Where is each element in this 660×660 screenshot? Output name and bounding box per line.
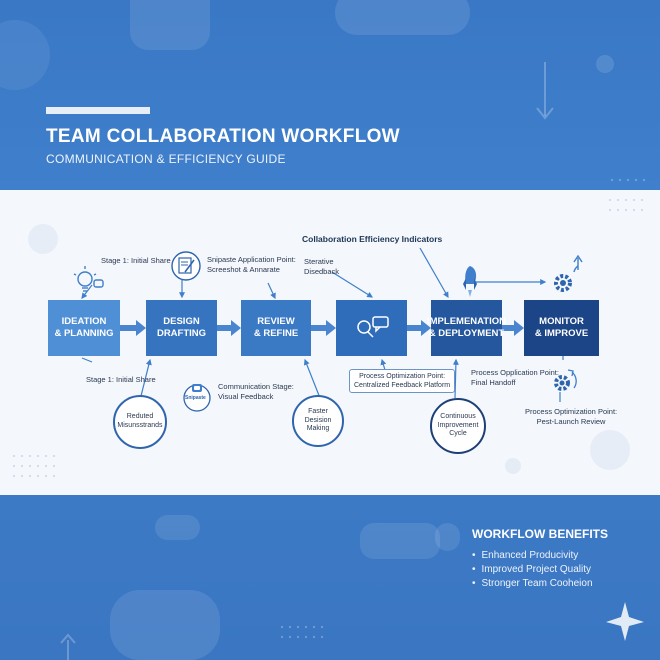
circle-line: Continuous (440, 412, 476, 420)
label-stage1-top: Stage 1: Initial Share (101, 256, 171, 265)
gear-icon (554, 254, 583, 292)
label-line: Screeshot & Annarate (207, 264, 280, 274)
dot-grid (13, 199, 643, 477)
decor-dot (590, 430, 630, 470)
label-line: Final Handoff (471, 377, 516, 387)
stage-feedback (336, 300, 407, 356)
header-banner: TEAM COLLABORATION WORKFLOW COMMUNICATIO… (0, 0, 660, 190)
stage-line: IMPLEMENATION (427, 315, 506, 327)
label-line: Process Opplication Point: (471, 368, 559, 377)
header-decor-svg (536, 62, 646, 182)
decor-shape (155, 515, 200, 540)
label-line: Disedback (304, 266, 340, 276)
process-opt-box: Process Optimization Point: Centralized … (349, 369, 456, 394)
circle-line: Desision (304, 416, 332, 424)
benefit-item: Improved Project Quality (472, 564, 592, 575)
decor-dot (505, 458, 521, 474)
label-comm-stage: Communication Stage: Visual Feedback (218, 382, 294, 402)
circle-line: Cycle (449, 430, 467, 438)
footer-decor-svg (60, 602, 644, 660)
gear-refresh-icon (554, 369, 577, 391)
benefit-item: Enhanced Producivity (472, 550, 579, 561)
document-edit-icon (171, 251, 201, 281)
decor-dot (596, 55, 614, 73)
stage-review: REVIEW& REFINE (241, 300, 311, 356)
stage-line: IDEATION (61, 315, 107, 327)
label-stage1-bottom: Stage 1: Initial Share (86, 375, 156, 384)
stage-line: & REFINE (253, 328, 299, 339)
stage-line: MONITOR (539, 315, 584, 327)
circle-line: Making (306, 425, 330, 433)
label-line: Centralized Feedback Platform (354, 382, 451, 390)
stage-line: DRAFTING (156, 328, 207, 339)
snipaste-badge-label: Snipaste (185, 395, 206, 401)
page-subtitle: COMMUNICATION & EFFICIENCY GUIDE (46, 152, 286, 166)
decor-shape (110, 590, 220, 660)
label-snipaste-point: Snipaste Application Point: Screeshot & … (207, 255, 296, 275)
stage-ideation: IDEATION& PLANNING (48, 300, 120, 356)
label-line: Visual Feedback (218, 391, 274, 401)
label-line: Snipaste Application Point: (207, 255, 296, 264)
circle-line: Reduted (126, 413, 154, 421)
label-line: Process Optimization Point: (359, 373, 446, 380)
benefit-item: Stronger Team Cooheion (472, 578, 593, 589)
indicators-title: Collaboration Efficiency Indicators (302, 234, 443, 244)
label-final-handoff: Process Opplication Point: Final Handoff (471, 368, 559, 388)
stage-implementation: IMPLEMENATION& DEPLOYMENT (427, 300, 506, 356)
benefits-title: WORKFLOW BENEFITS (472, 527, 608, 541)
stage-monitor: MONITOR& IMPROVE (524, 300, 599, 356)
snipaste-icon (183, 384, 211, 412)
rocket-icon (463, 266, 477, 297)
circle-line: Improvement (437, 421, 479, 429)
label-line: Communication Stage: (218, 382, 294, 391)
decor-shape (130, 0, 210, 50)
stage-line: & IMPROVE (534, 328, 589, 339)
label-post-launch: Process Optimization Point: Pest-Launch … (525, 407, 617, 427)
title-accent-bar (46, 107, 150, 114)
circle-line: Faster (308, 407, 328, 415)
sparkle-icon (606, 602, 644, 641)
circle-line: Misunsstrands (117, 422, 163, 429)
label-line: Process Optimization Point: (525, 407, 618, 416)
stage-line: DESIGN (163, 315, 200, 327)
decor-dot (28, 224, 58, 254)
lightbulb-icon (73, 266, 104, 292)
decor-shape (360, 523, 440, 559)
label-iterative: Sterative Disedback (304, 257, 339, 277)
page-title: TEAM COLLABORATION WORKFLOW (46, 126, 400, 147)
decor-shape (335, 0, 470, 35)
label-line: Pest-Launch Review (536, 416, 606, 426)
decor-shape (435, 523, 460, 551)
label-line: Sterative (304, 257, 334, 266)
flow-arrowheads (136, 320, 524, 336)
stage-line: REVIEW (257, 315, 295, 327)
stage-line: & DEPLOYMENT (428, 328, 505, 339)
stage-line: & PLANNING (54, 328, 114, 339)
